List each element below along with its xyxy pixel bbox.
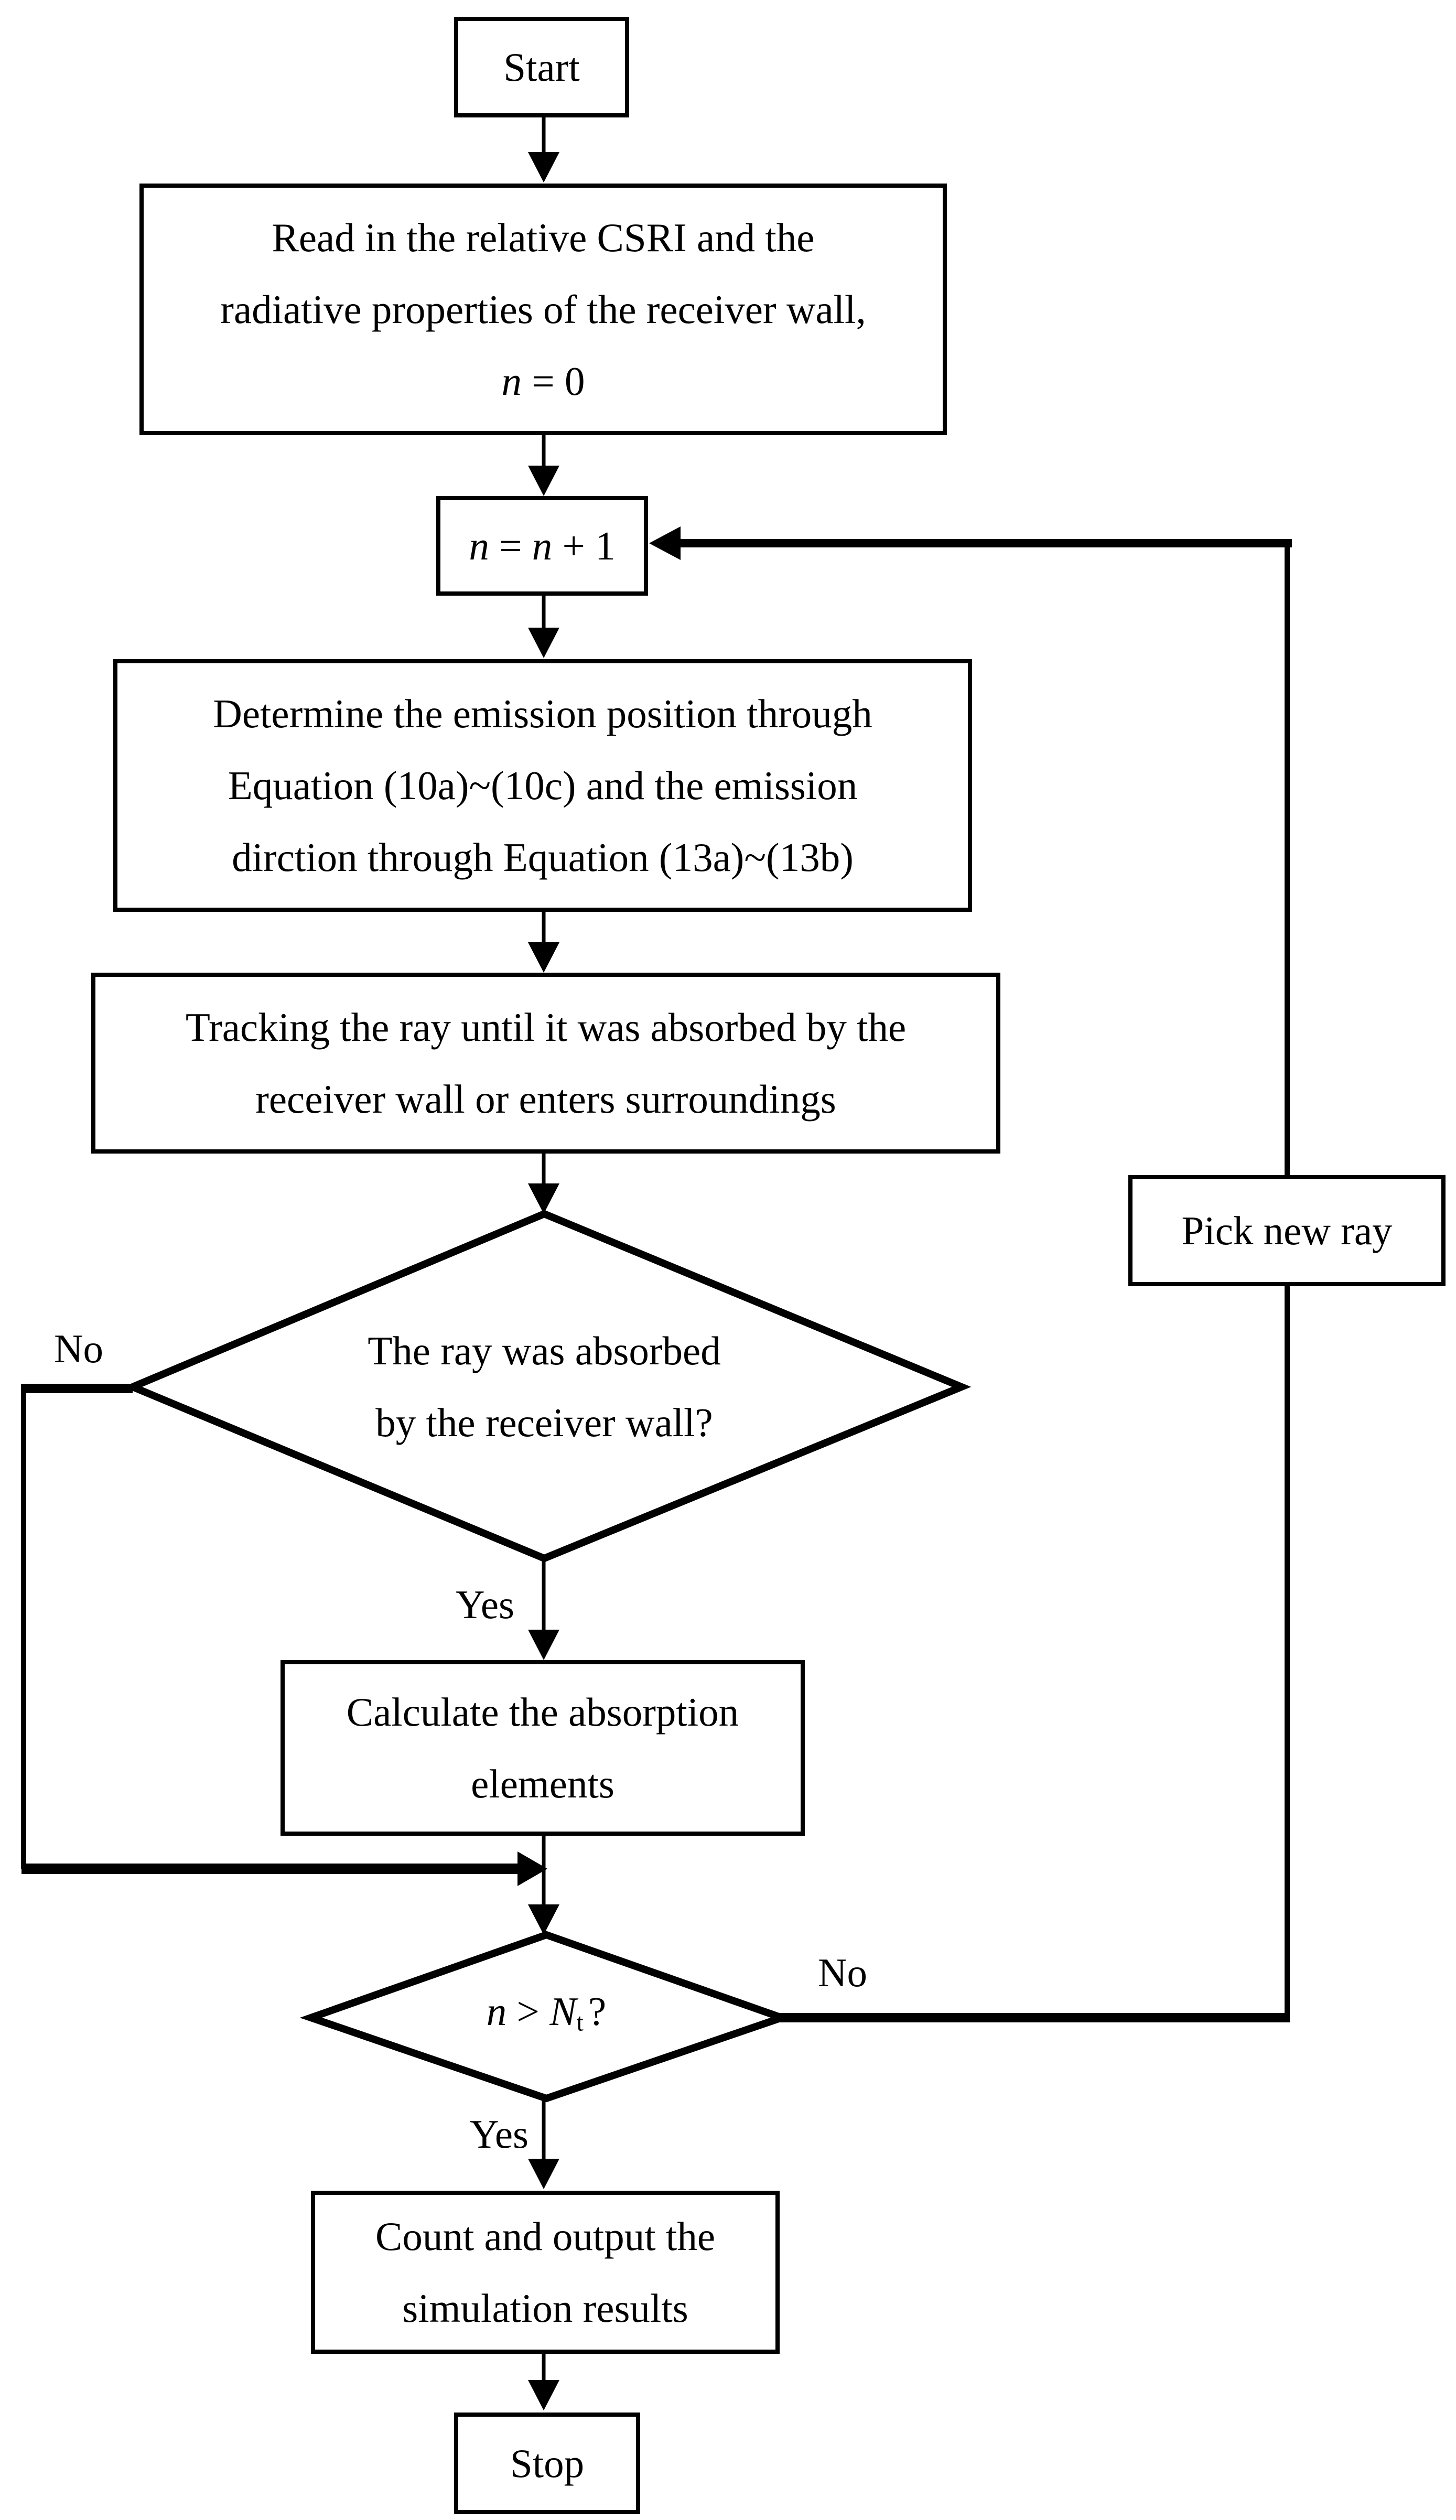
- read-input-line3: n = 0: [501, 358, 585, 404]
- decision-absorbed-diamond: [123, 1210, 972, 1563]
- count-output-node: Count and output the simulation results: [311, 2191, 780, 2354]
- tracking-line1: Tracking the ray until it was absorbed b…: [185, 1004, 907, 1050]
- tracking-line2: receiver wall or enters surroundings: [255, 1076, 836, 1122]
- tracking-ray-node: Tracking the ray until it was absorbed b…: [91, 973, 1000, 1154]
- arrowhead-count-yes-icon: [528, 2159, 559, 2189]
- absorbed-no-label: No: [53, 1326, 104, 1371]
- arrowhead-read-increment-icon: [528, 466, 559, 496]
- start-node: Start: [454, 17, 629, 117]
- calculate-line1: Calculate the absorption: [346, 1689, 739, 1735]
- stop-node: Stop: [454, 2413, 640, 2514]
- determine-line2: Equation (10a)~(10c) and the emission: [228, 762, 858, 808]
- absorbed-yes-label: Yes: [455, 1582, 515, 1627]
- read-input-line1: Read in the relative CSRI and the: [272, 214, 815, 260]
- calculate-line2: elements: [471, 1761, 614, 1806]
- increment-node: n = n + 1: [436, 496, 648, 596]
- decision-absorbed-line1: The ray was absorbed: [368, 1328, 721, 1373]
- count-output-line2: simulation results: [402, 2285, 688, 2331]
- determine-emission-node: Determine the emission position through …: [113, 659, 972, 912]
- decision-absorbed-text: The ray was absorbed by the receiver wal…: [230, 1315, 859, 1459]
- arrowhead-determine-tracking-icon: [528, 942, 559, 973]
- pick-new-ray-node: Pick new ray: [1128, 1175, 1446, 1286]
- arrowhead-calculate-decision-icon: [528, 1904, 559, 1935]
- increment-expression: n = n + 1: [469, 523, 616, 568]
- calculate-absorption-node: Calculate the absorption elements: [281, 1660, 805, 1836]
- arrowhead-count-stop-icon: [528, 2380, 559, 2410]
- start-label: Start: [503, 44, 580, 90]
- read-input-node: Read in the relative CSRI and the radiat…: [139, 184, 947, 435]
- decision-count-diamond: [299, 1931, 793, 2103]
- arrowhead-start-read-icon: [528, 152, 559, 182]
- arrowhead-tracking-decision-icon: [528, 1183, 559, 1214]
- read-input-line2: radiative properties of the receiver wal…: [220, 286, 866, 332]
- stop-label: Stop: [510, 2440, 585, 2486]
- arrowhead-merge-right-icon: [517, 1851, 547, 1886]
- count-no-label: No: [817, 1950, 868, 1995]
- pick-new-ray-label: Pick new ray: [1181, 1208, 1393, 1253]
- decision-absorbed-line2: by the receiver wall?: [375, 1400, 713, 1445]
- arrowhead-increment-determine-icon: [528, 628, 559, 658]
- determine-line1: Determine the emission position through: [213, 691, 872, 736]
- determine-line3: dirction through Equation (13a)~(13b): [232, 834, 854, 880]
- count-yes-label: Yes: [469, 2112, 529, 2157]
- arrowhead-absorbed-yes-icon: [528, 1630, 559, 1660]
- decision-count-expression: n > Nt?: [486, 1988, 607, 2037]
- count-output-line1: Count and output the: [375, 2213, 716, 2259]
- decision-count-text: n > Nt?: [415, 1981, 677, 2053]
- arrowhead-into-increment-icon: [649, 526, 681, 560]
